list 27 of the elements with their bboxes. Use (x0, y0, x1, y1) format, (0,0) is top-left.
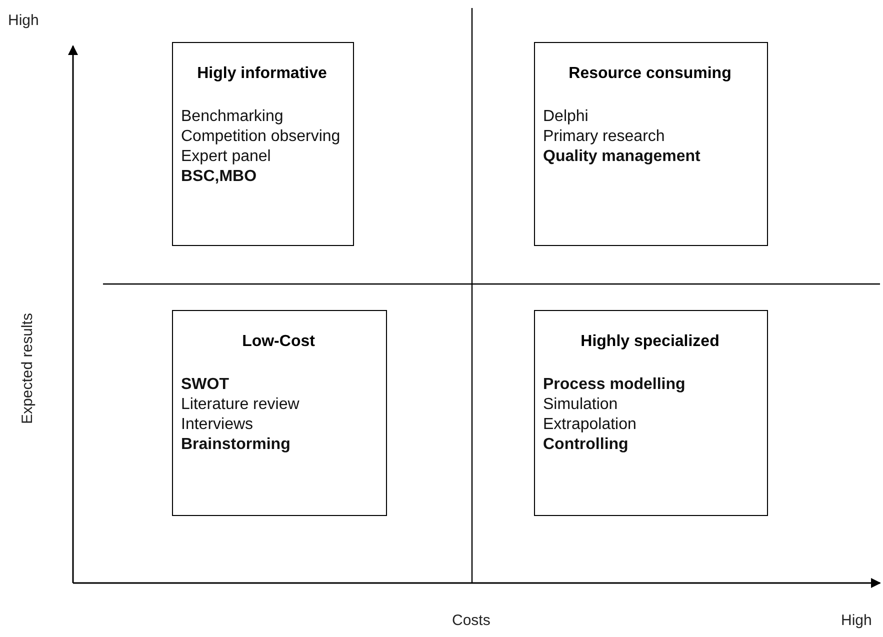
method-item: Interviews (181, 415, 254, 435)
method-item: Benchmarking (181, 107, 284, 127)
quadrant-box (534, 42, 768, 246)
quadrant-box (534, 310, 768, 516)
axis-label: Costs (452, 612, 490, 629)
quadrant-heading: Highly specialized (580, 333, 720, 351)
quadrant-heading: Resource consuming (568, 65, 732, 83)
method-item: Process modelling (543, 375, 686, 395)
axis-label: High (8, 12, 39, 29)
axis-label: Expected results (18, 313, 36, 424)
axis-label: High (841, 612, 872, 629)
quadrant-heading: Low-Cost (241, 333, 316, 351)
method-item: Controlling (543, 435, 630, 455)
method-item: Brainstorming (181, 435, 292, 455)
method-item: Competition observing (181, 127, 342, 147)
method-item: SWOT (181, 375, 230, 395)
method-item: Simulation (543, 395, 619, 415)
quadrant-box (172, 310, 387, 516)
method-item: Literature review (181, 395, 300, 415)
method-item: Primary research (543, 127, 666, 147)
method-item: Delphi (543, 107, 590, 127)
quadrant-heading: Higly informative (196, 65, 328, 83)
method-item: BSC,MBO (181, 167, 258, 187)
quadrant-box (172, 42, 354, 246)
method-item: Quality management (543, 147, 702, 167)
method-item: Expert panel (181, 147, 272, 167)
method-item: Extrapolation (543, 415, 638, 435)
